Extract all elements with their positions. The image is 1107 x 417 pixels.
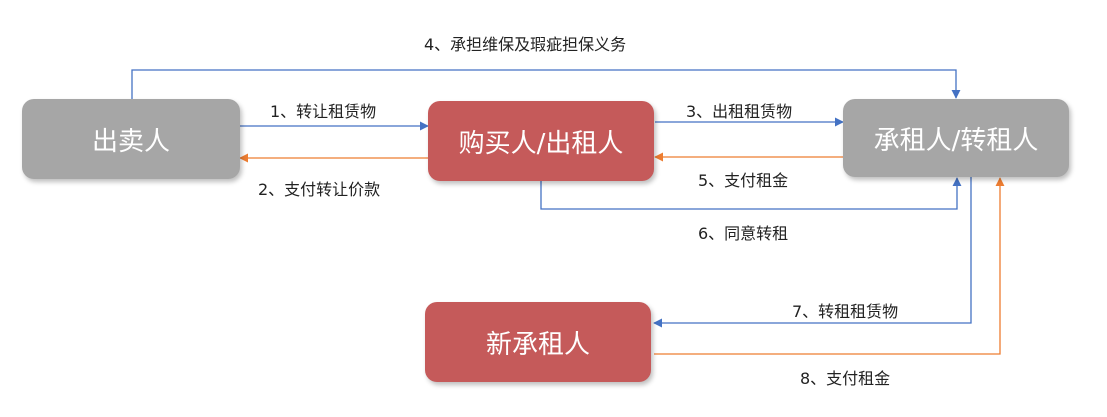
node-lessee-sublessor-label: 承租人/转租人 (873, 125, 1039, 156)
edge-label-2: 2、支付转让价款 (258, 180, 381, 199)
node-lessee-sublessor: 承租人/转租人 (843, 99, 1069, 177)
arrow-8 (654, 177, 1005, 355)
node-new-lessee: 新承租人 (425, 302, 651, 382)
edge-label-7: 7、转租租赁物 (792, 302, 899, 321)
edge-label-5: 5、支付租金 (698, 171, 789, 190)
edge-label-3: 3、出租租赁物 (686, 102, 793, 121)
node-new-lessee-label: 新承租人 (485, 329, 590, 360)
edge-label-8: 8、支付租金 (800, 369, 891, 388)
arrow-6 (540, 177, 962, 210)
node-buyer-lessor: 购买人/出租人 (428, 101, 654, 181)
edge-label-1: 1、转让租赁物 (270, 102, 377, 121)
node-seller: 出卖人 (22, 99, 240, 179)
node-seller-label: 出卖人 (91, 126, 170, 157)
node-buyer-lessor-label: 购买人/出租人 (458, 128, 624, 159)
edge-label-4: 4、承担维保及瑕疵担保义务 (424, 35, 627, 54)
edge-label-6: 6、同意转租 (698, 224, 789, 243)
arrow-4 (131, 69, 961, 100)
